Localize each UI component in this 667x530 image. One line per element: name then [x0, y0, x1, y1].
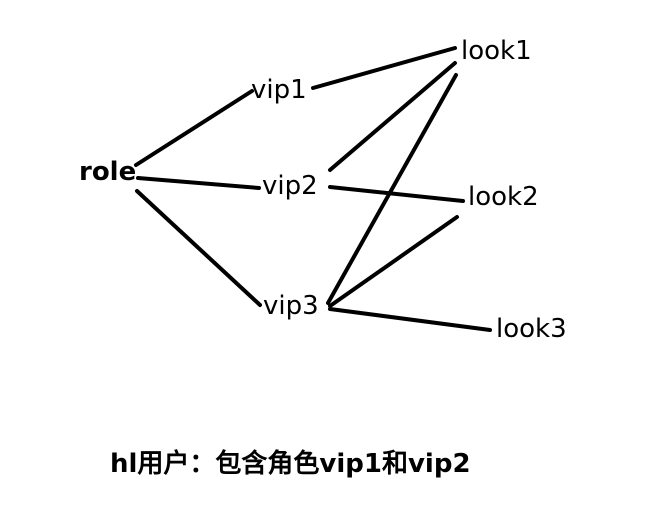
node-labels: role vip1 vip2 vip3 look1 look2 look3	[79, 36, 567, 344]
edge-vip1-look1	[311, 46, 457, 90]
caption: hl用户：包含角色vip1和vip2	[110, 449, 471, 479]
edge-role-vip2	[136, 176, 261, 190]
edge-vip3-look3	[328, 307, 492, 332]
edge-vip2-look2	[328, 185, 465, 203]
edge-role-vip3	[135, 189, 262, 307]
edge-role-vip1	[134, 89, 254, 167]
edge-vip3-look1	[326, 73, 458, 305]
edges	[134, 46, 492, 332]
node-look1: look1	[461, 36, 532, 66]
node-look2: look2	[468, 182, 539, 212]
node-vip2: vip2	[262, 171, 318, 201]
node-vip1: vip1	[251, 75, 307, 105]
node-look3: look3	[496, 314, 567, 344]
node-role: role	[79, 157, 136, 187]
edge-vip2-look1	[328, 61, 457, 172]
edge-vip3-look2	[328, 215, 459, 308]
node-vip3: vip3	[263, 291, 319, 321]
